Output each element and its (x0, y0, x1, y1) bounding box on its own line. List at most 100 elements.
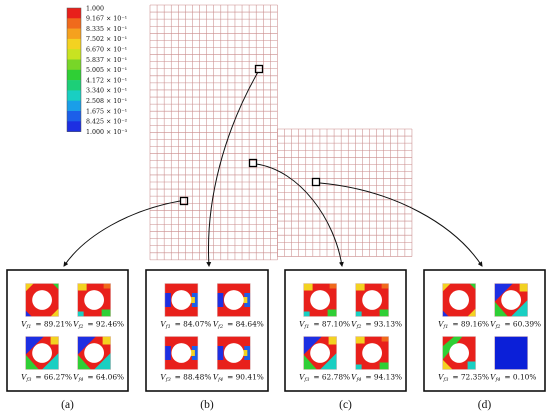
panel-caption: (b) (200, 399, 214, 411)
cell-patch (328, 336, 337, 345)
vf-symbol: V (299, 373, 305, 382)
selected-element-b (254, 64, 264, 74)
selected-element-d (311, 177, 321, 187)
legend-label: 2.508 × 10⁻¹ (86, 98, 128, 105)
vf-symbol: V (213, 320, 219, 329)
unit-cell: Vf4 = 94.13% (351, 336, 402, 383)
cell-patch (164, 293, 171, 307)
cell-outline (25, 283, 59, 317)
cell-patch (243, 297, 248, 303)
unit-cell: Vf4 = 90.41% (213, 336, 264, 384)
volume-fraction-label: Vf2 = 84.64% (213, 320, 264, 331)
legend-swatch (67, 100, 81, 112)
volume-fraction-label: Vf4 = 90.41% (213, 373, 264, 384)
cell-hole (223, 290, 244, 310)
volume-fraction-label: Vf1 = 89.21% (21, 320, 72, 331)
volume-fraction-label: Vf3 = 66.27% (21, 373, 72, 384)
vf-value: = 72.35% (450, 373, 489, 382)
cell-hole (449, 290, 469, 310)
cell-patch (25, 336, 44, 355)
cell-hole (32, 343, 52, 363)
unit-cell: Vf1 = 84.07% (160, 283, 211, 330)
cell-outline (77, 336, 111, 370)
vf-value: = 84.64% (225, 320, 264, 329)
detail-panel: Vf1 = 89.21%Vf2 = 92.46%Vf3 = 66.27%Vf4 … (6, 269, 129, 411)
vf-subscript: f3 (165, 377, 171, 383)
unit-cell: Vf2 = 93.13% (351, 283, 402, 330)
volume-fraction-label: Vf3 = 62.78% (299, 373, 350, 384)
legend-label: 6.670 × 10⁻¹ (86, 47, 128, 54)
cell-outline (442, 283, 476, 317)
cell-outline (303, 336, 337, 370)
vf-symbol: V (490, 373, 496, 382)
vf-value: = 62.78% (311, 373, 350, 382)
cell-patch (379, 309, 389, 317)
legend-swatch (67, 59, 81, 71)
cell-patch (329, 283, 337, 289)
panel-caption: (a) (61, 399, 74, 411)
vf-symbol: V (351, 320, 357, 329)
vf-value: = 93.13% (363, 320, 402, 329)
arrow-to-panel-b (206, 71, 259, 267)
legend-swatch (67, 18, 81, 29)
cell-fill (494, 336, 528, 370)
vf-value: = 60.39% (502, 320, 541, 329)
vf-value: = 89.16% (450, 320, 489, 329)
cell-hole (32, 290, 52, 310)
cell-outline (355, 336, 389, 370)
cell-outline (164, 336, 199, 370)
cell-patch (102, 336, 111, 345)
vf-symbol: V (299, 320, 305, 329)
cell-patch (303, 283, 313, 291)
vf-symbol: V (73, 320, 79, 329)
cell-patch (52, 283, 59, 290)
cell-hole (449, 343, 469, 363)
vf-value: = 66.27% (33, 373, 72, 382)
volume-fraction-label: Vf1 = 89.16% (438, 320, 489, 331)
mesh-grid-lines (149, 4, 413, 261)
volume-fraction-label: Vf4 = 64.06% (73, 373, 124, 384)
cell-hole (310, 290, 330, 310)
cell-patch (164, 346, 171, 360)
unit-cell: Vf3 = 72.35% (438, 336, 489, 383)
legend-swatch (67, 38, 81, 50)
unit-cell: Vf2 = 84.64% (213, 283, 264, 331)
vf-value: = 87.10% (311, 320, 350, 329)
vf-subscript: f4 (77, 377, 83, 383)
vf-subscript: f1 (303, 324, 309, 330)
unit-cell: Vf1 = 89.16% (438, 283, 489, 331)
vf-subscript: f2 (77, 324, 83, 330)
legend-label: 5.005 × 10⁻¹ (86, 67, 128, 74)
unit-cell: Vf4 = 64.06% (73, 336, 124, 384)
cell-patch (467, 308, 476, 317)
cell-patch (94, 353, 111, 370)
cell-patch (217, 293, 224, 307)
cell-patch (327, 309, 337, 317)
legend-label: 5.837 × 10⁻¹ (86, 57, 128, 64)
selected-element-a (179, 196, 189, 206)
cell-patch (379, 362, 389, 370)
cell-patch (355, 364, 362, 370)
cell-patch (190, 297, 195, 303)
cell-hole (310, 343, 330, 363)
vf-symbol: V (160, 320, 166, 329)
cell-hole (171, 290, 192, 310)
arrow-to-panel-c (255, 163, 344, 267)
cell-patch (77, 283, 87, 291)
legend-label: 7.502 × 10⁻¹ (86, 36, 128, 43)
cell-patch (303, 311, 310, 317)
cell-patch (355, 336, 365, 344)
cell-patch (25, 354, 39, 370)
cell-patch (50, 336, 59, 345)
selected-elements (179, 64, 321, 206)
vf-value: = 84.07% (172, 320, 211, 329)
legend-label: 4.172 × 10⁻¹ (86, 77, 128, 84)
volume-fraction-label: Vf2 = 60.39% (490, 320, 541, 331)
volume-fraction-label: Vf4 = 0.10% (490, 373, 536, 384)
vf-value: = 64.06% (85, 373, 124, 382)
vf-subscript: f3 (25, 377, 31, 383)
vf-value: = 88.48% (172, 373, 211, 382)
cell-outline (442, 336, 476, 370)
vf-symbol: V (213, 373, 219, 382)
cell-hole (362, 290, 383, 310)
